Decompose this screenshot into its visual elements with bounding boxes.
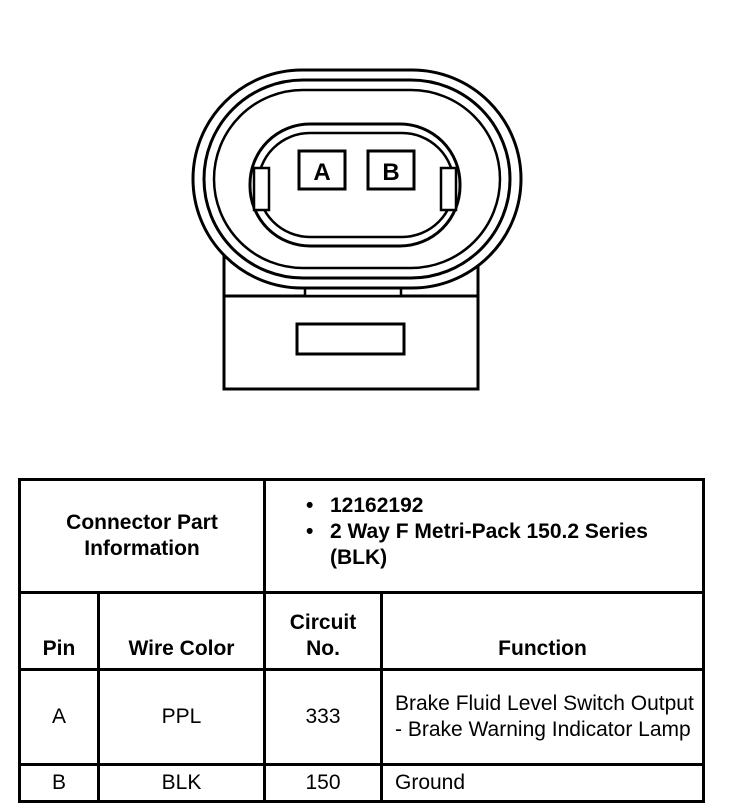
cell-circuit: 333: [263, 668, 383, 766]
cell-pin: B: [18, 763, 100, 803]
table-row: A PPL 333 Brake Fluid Level Switch Outpu…: [18, 668, 705, 766]
cell-function: Ground: [380, 763, 705, 803]
col-header-wire-color: Wire Color: [97, 591, 266, 671]
column-header-row: Pin Wire Color Circuit No. Function: [18, 591, 705, 671]
col-header-circuit-no: Circuit No.: [263, 591, 383, 671]
col-header-function: Function: [380, 591, 705, 671]
cell-circuit: 150: [263, 763, 383, 803]
connector-info-table: Connector Part Information 12162192 2 Wa…: [18, 478, 705, 803]
cell-wire-color: BLK: [97, 763, 266, 803]
col-header-pin: Pin: [18, 591, 100, 671]
col-header-circuit-no-text: Circuit No.: [289, 611, 357, 660]
part-info-label-cell: Connector Part Information: [18, 478, 266, 594]
pin-b-terminal: [366, 149, 416, 191]
pin-a-label: A: [313, 159, 330, 186]
part-info-row: Connector Part Information 12162192 2 Wa…: [18, 478, 705, 594]
connector-drawing: A B: [191, 68, 523, 391]
cell-pin: A: [18, 668, 100, 766]
table-row: B BLK 150 Ground: [18, 763, 705, 803]
cell-function: Brake Fluid Level Switch Output - Brake …: [380, 668, 705, 766]
connector-latch-slot: [295, 322, 406, 356]
part-number: 12162192: [306, 493, 702, 519]
pin-a-terminal: [297, 149, 347, 191]
part-info-values-cell: 12162192 2 Way F Metri-Pack 150.2 Series…: [263, 478, 705, 594]
pin-b-label: B: [382, 159, 399, 186]
cell-wire-color: PPL: [97, 668, 266, 766]
part-series: 2 Way F Metri-Pack 150.2 Series (BLK): [306, 519, 702, 571]
part-info-label: Connector Part Information: [66, 511, 218, 560]
